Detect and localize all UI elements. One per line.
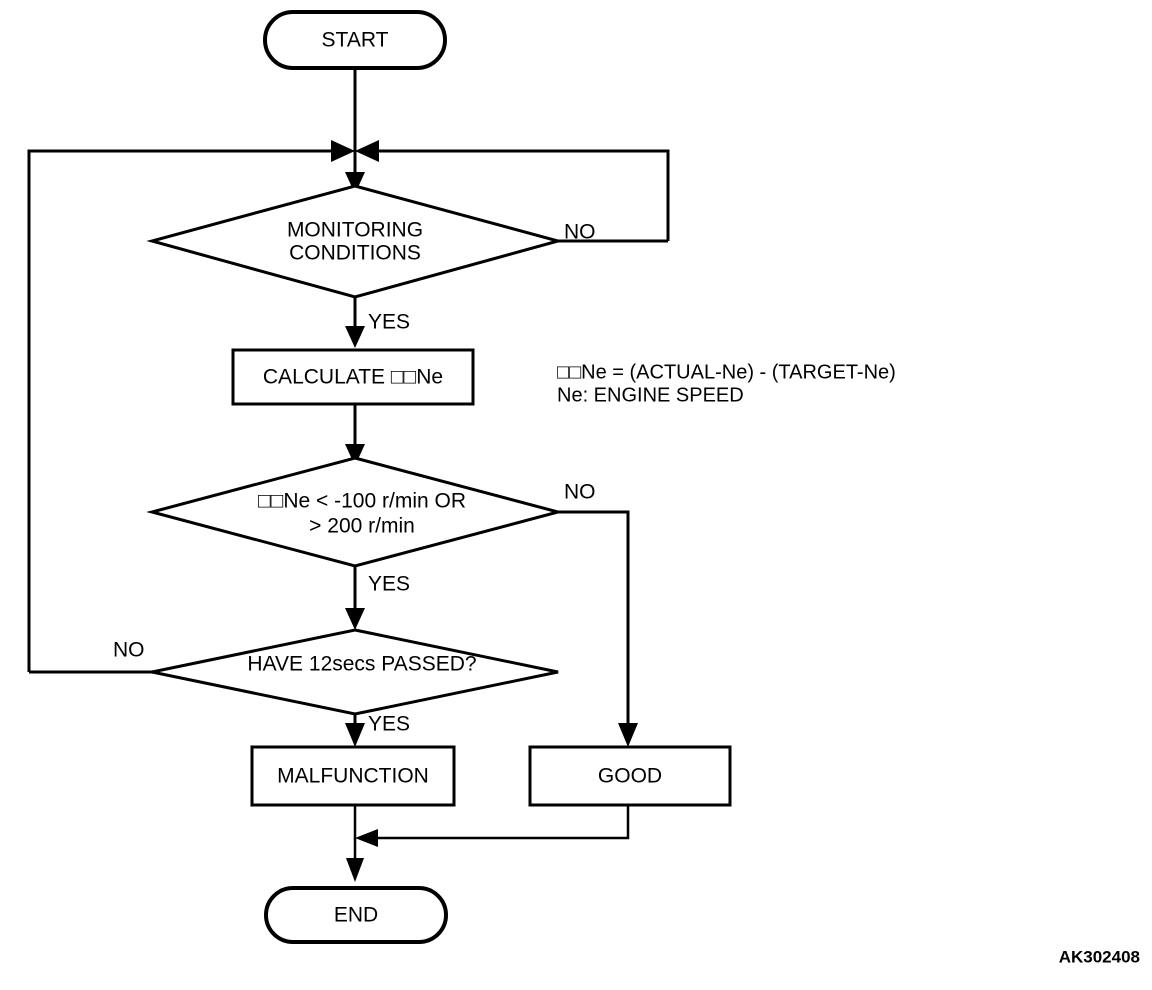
node-monitoring-label-line2: CONDITIONS <box>289 242 421 265</box>
arrowhead-into-calculate <box>345 326 365 348</box>
arrowhead-loopback-left-into-junction <box>331 140 355 162</box>
connector-threshold-no-to-good <box>558 510 630 733</box>
reference-code: AK302408 <box>1059 947 1140 966</box>
arrowhead-loopback-right-into-junction <box>355 140 379 162</box>
node-start-label: START <box>322 29 389 52</box>
branch-label-threshold-yes: YES <box>368 573 410 596</box>
node-threshold-check[interactable] <box>146 456 564 568</box>
node-malfunction[interactable] <box>250 745 456 807</box>
node-good[interactable] <box>528 745 732 807</box>
connector-good-merge <box>370 805 630 840</box>
arrowhead-merge-into-end-line <box>355 829 378 847</box>
node-monitoring-conditions[interactable] <box>146 184 564 299</box>
node-start[interactable] <box>263 10 447 70</box>
node-calculate[interactable] <box>231 348 475 406</box>
node-threshold-label-line2: > 200 r/min <box>309 515 415 538</box>
branch-label-threshold-no: NO <box>564 481 596 504</box>
branch-label-monitoring-yes: YES <box>368 311 410 334</box>
node-monitoring-label-line1: MONITORING <box>287 219 423 242</box>
connector-timer-no-loopback <box>27 149 343 672</box>
arrowhead-into-threshold <box>345 444 365 466</box>
node-timer-check[interactable] <box>151 628 559 716</box>
branch-label-timer-no: NO <box>113 639 145 662</box>
branch-label-monitoring-no: NO <box>564 221 596 244</box>
connector-monitoring-no-loopback <box>367 149 670 241</box>
node-end[interactable] <box>264 886 448 944</box>
arrowhead-into-end <box>346 858 364 882</box>
arrowhead-into-timer <box>345 608 365 630</box>
note-formula-line2: Ne: ENGINE SPEED <box>557 384 744 406</box>
branch-label-timer-yes: YES <box>368 713 410 736</box>
node-malfunction-label: MALFUNCTION <box>277 765 429 788</box>
note-formula-line1: □□Ne = (ACTUAL-Ne) - (TARGET-Ne) <box>557 361 896 383</box>
node-good-label: GOOD <box>598 765 662 788</box>
node-calculate-label: CALCULATE □□Ne <box>263 366 443 389</box>
node-timer-label: HAVE 12secs PASSED? <box>247 653 476 676</box>
node-end-label: END <box>334 904 378 927</box>
arrowhead-into-malfunction <box>345 723 365 747</box>
arrowhead-into-monitoring <box>345 172 365 194</box>
node-threshold-label-line1: □□Ne < -100 r/min OR <box>258 490 466 513</box>
arrowhead-into-good <box>618 723 638 747</box>
